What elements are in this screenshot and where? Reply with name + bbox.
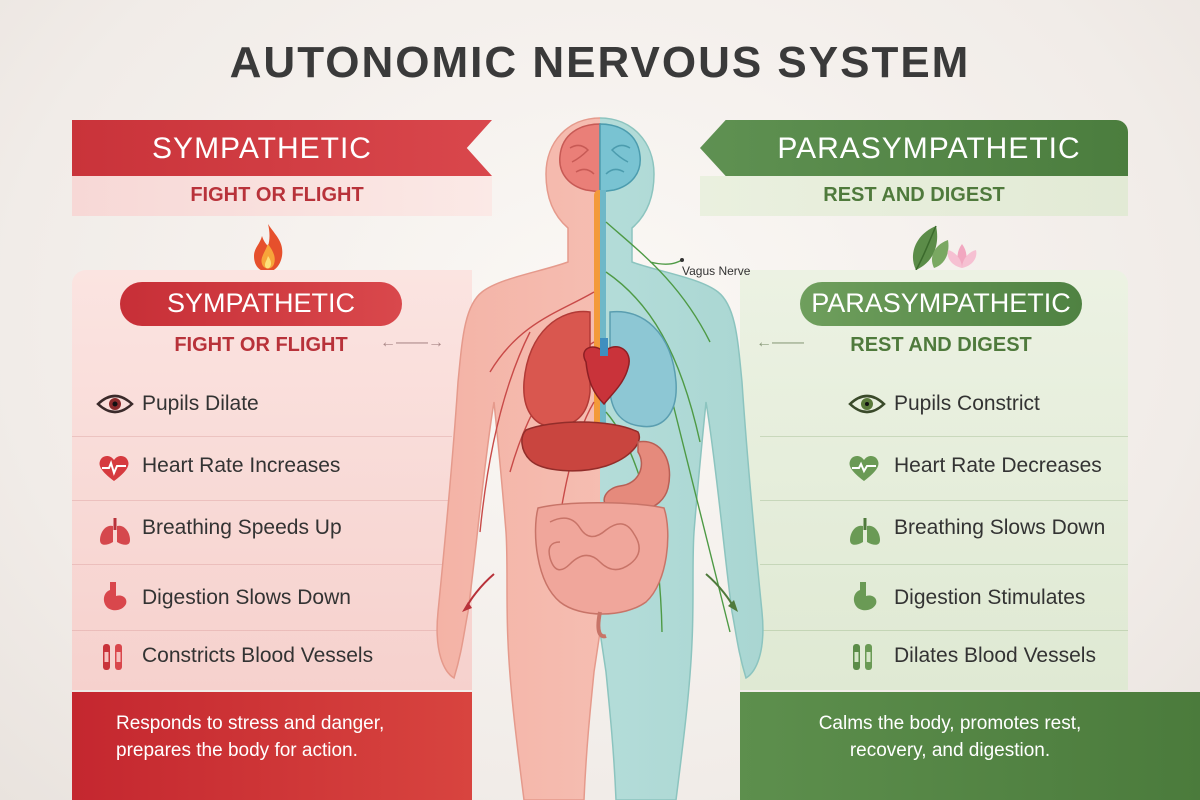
sympathetic-banner-label: SYMPATHETIC xyxy=(152,132,372,165)
list-item-label: Digestion Slows Down xyxy=(142,586,351,609)
parasympathetic-banner-label: PARASYMPATHETIC xyxy=(777,132,1081,165)
double-arrow-icon: ←—— xyxy=(756,334,804,351)
parasympathetic-banner xyxy=(700,120,1128,176)
sympathetic-banner-subtitle: FIGHT OR FLIGHT xyxy=(190,184,364,206)
parasympathetic-banner-subtitle: REST AND DIGEST xyxy=(823,184,1005,206)
list-item: Constricts Blood Vessels xyxy=(72,628,452,692)
stomach-icon xyxy=(103,582,127,611)
list-item: Heart Rate Increases xyxy=(72,436,452,501)
flame-icon xyxy=(254,224,283,272)
sympathetic-pill xyxy=(120,282,402,326)
sympathetic-footer xyxy=(72,692,472,800)
sympathetic-subtitle-band xyxy=(72,176,492,216)
list-item: Pupils Constrict xyxy=(760,372,1128,437)
blood-vessels-icon xyxy=(853,644,872,670)
list-item-label: Pupils Dilate xyxy=(142,392,259,415)
blood-vessels-icon xyxy=(103,644,122,670)
list-item: Digestion Stimulates xyxy=(760,566,1128,631)
sympathetic-footer-text: Responds to stress and danger, prepares … xyxy=(116,713,385,761)
vagus-nerve-label: Vagus Nerve xyxy=(682,264,751,278)
list-item-label: Heart Rate Decreases xyxy=(894,454,1102,477)
heart-icon xyxy=(849,455,879,481)
parasympathetic-footer-text: Calms the body, promotes rest, recovery,… xyxy=(818,713,1082,761)
heart-icon xyxy=(99,455,129,481)
list-item: Heart Rate Decreases xyxy=(760,436,1128,501)
list-item-label: Digestion Stimulates xyxy=(894,586,1086,609)
stomach-icon xyxy=(853,582,877,611)
parasympathetic-footer xyxy=(740,692,1200,800)
lungs-icon xyxy=(850,518,880,545)
parasympathetic-pill xyxy=(800,282,1082,326)
list-item-label: Pupils Constrict xyxy=(894,392,1040,415)
list-item: Pupils Dilate xyxy=(72,372,452,437)
sympathetic-pill-label: SYMPATHETIC xyxy=(166,288,355,318)
sympathetic-banner xyxy=(72,120,492,176)
lungs-icon xyxy=(100,518,130,545)
parasympathetic-pill-label: PARASYMPATHETIC xyxy=(811,288,1071,318)
eye-icon xyxy=(848,394,886,414)
list-item: Digestion Slows Down xyxy=(72,566,452,631)
list-item-label: Dilates Blood Vessels xyxy=(894,644,1096,667)
list-item: Dilates Blood Vessels xyxy=(760,628,1128,692)
list-item: Breathing Slows Down xyxy=(760,500,1128,565)
parasympathetic-subtitle-band xyxy=(700,176,1128,216)
list-item: Breathing Speeds Up xyxy=(72,500,452,565)
eye-icon xyxy=(96,394,134,414)
parasympathetic-pill-subtitle: REST AND DIGEST xyxy=(850,334,1032,356)
list-item-label: Heart Rate Increases xyxy=(142,454,341,477)
leaf-lotus-icon xyxy=(912,225,977,271)
list-item-label: Breathing Slows Down xyxy=(894,516,1106,539)
list-item-label: Breathing Speeds Up xyxy=(142,516,342,539)
double-arrow-icon: ←——→ xyxy=(380,334,444,351)
page-title: AUTONOMIC NERVOUS SYSTEM xyxy=(229,38,971,87)
list-item-label: Constricts Blood Vessels xyxy=(142,644,374,667)
human-body-illustration xyxy=(436,117,764,800)
parasympathetic-panel xyxy=(740,270,1128,690)
sympathetic-panel xyxy=(72,270,472,690)
sympathetic-pill-subtitle: FIGHT OR FLIGHT xyxy=(174,334,348,356)
